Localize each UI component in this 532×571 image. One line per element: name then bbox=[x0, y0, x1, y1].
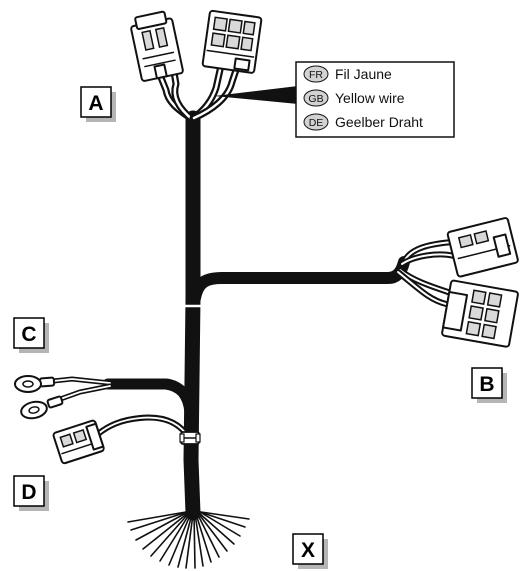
ring-terminal-1 bbox=[14, 375, 56, 393]
legend-text-gb: Yellow wire bbox=[335, 90, 405, 106]
connector-b-lower bbox=[441, 279, 519, 348]
label-x: X bbox=[292, 533, 328, 569]
connector-d bbox=[52, 419, 105, 465]
label-d: D bbox=[13, 475, 49, 511]
legend-text-de: Geelber Draht bbox=[335, 114, 423, 130]
wire-color-legend: FR Fil Jaune GB Yellow wire DE Geelber D… bbox=[295, 61, 455, 138]
ring-terminal-2 bbox=[20, 395, 64, 420]
frayed-wire-ends bbox=[127, 511, 250, 569]
label-b: B bbox=[471, 367, 507, 403]
legend-code-de: DE bbox=[309, 117, 324, 129]
legend-text-fr: Fil Jaune bbox=[335, 66, 392, 82]
branch-b bbox=[189, 239, 457, 307]
branch-a-wires bbox=[154, 66, 240, 124]
legend-code-gb: GB bbox=[308, 93, 323, 105]
branch-d bbox=[95, 414, 192, 441]
trunk-clip bbox=[179, 431, 201, 445]
label-c-text: C bbox=[21, 323, 36, 346]
connector-b-upper bbox=[446, 217, 519, 278]
label-a: A bbox=[80, 86, 116, 122]
label-d-text: D bbox=[21, 481, 36, 504]
connector-a-right bbox=[201, 9, 263, 74]
label-b-text: B bbox=[479, 373, 494, 396]
branch-c bbox=[41, 376, 196, 418]
legend-row-de: DE Geelber Draht bbox=[303, 113, 423, 131]
label-a-text: A bbox=[88, 92, 103, 115]
label-c: C bbox=[13, 317, 49, 353]
legend-row-gb: GB Yellow wire bbox=[303, 89, 405, 107]
connector-a-left bbox=[130, 10, 184, 82]
main-trunk bbox=[183, 110, 202, 521]
legend-row-fr: FR Fil Jaune bbox=[303, 65, 392, 83]
legend-code-fr: FR bbox=[309, 69, 323, 81]
legend-leader bbox=[214, 86, 298, 104]
label-x-text: X bbox=[301, 539, 315, 562]
